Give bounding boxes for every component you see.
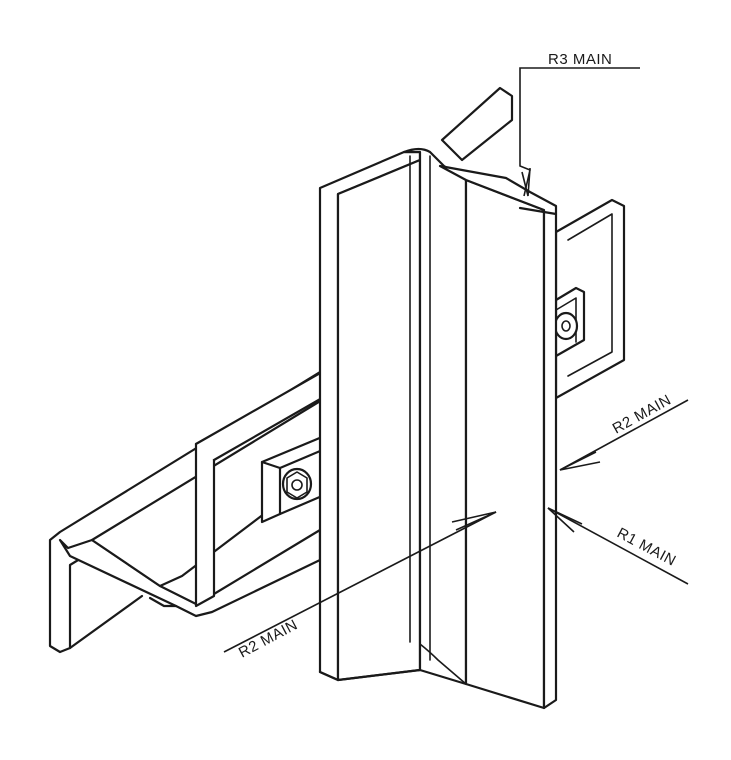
callout-r3-main-label: R3 MAIN [548,51,612,68]
callout-r1-leader [547,507,689,585]
callout-r2-left-leader [223,511,497,653]
bolt-left [281,467,313,501]
callout-r2-main-left-label: R2 MAIN [236,616,301,661]
main-column [318,147,558,710]
callout-r3-leader [519,67,640,197]
callout-r2-right-leader [559,399,689,471]
callout-r2-main-right-label: R2 MAIN [610,391,675,437]
channel-beam [48,370,324,654]
bolt-right [553,311,579,341]
callout-r1-main-label: R1 MAIN [614,525,679,570]
